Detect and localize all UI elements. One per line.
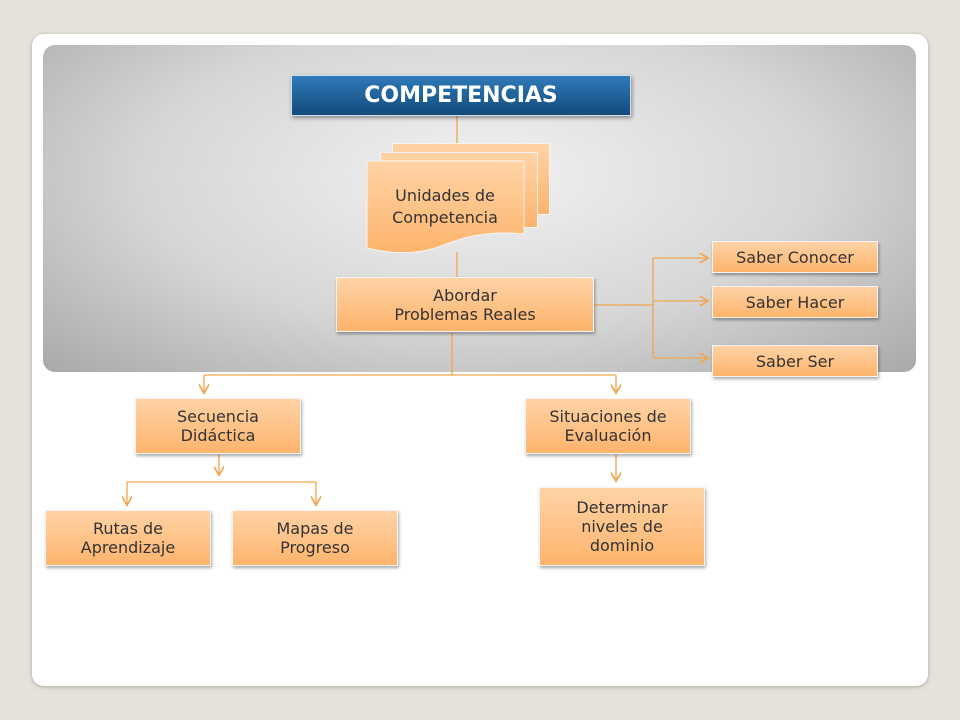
node-progress-maps: Mapas de Progreso (232, 510, 398, 566)
node-didactic-sequence: Secuencia Didáctica (135, 398, 301, 454)
node-saber-hacer: Saber Hacer (712, 286, 878, 318)
node-evaluation-situations: Situaciones de Evaluación (525, 398, 691, 454)
node-saber-conocer: Saber Conocer (712, 241, 878, 273)
node-mastery-levels: Determinar niveles de dominio (539, 487, 705, 566)
node-learning-routes: Rutas de Aprendizaje (45, 510, 211, 566)
node-address-problems: Abordar Problemas Reales (336, 277, 594, 332)
units-of-competence-label: Unidades de Competencia (392, 186, 498, 227)
node-address-problems-label: Abordar Problemas Reales (394, 285, 536, 324)
doc-stack-front (366, 160, 525, 254)
title-competencias: COMPETENCIAS (291, 75, 631, 116)
node-saber-ser: Saber Ser (712, 345, 878, 377)
